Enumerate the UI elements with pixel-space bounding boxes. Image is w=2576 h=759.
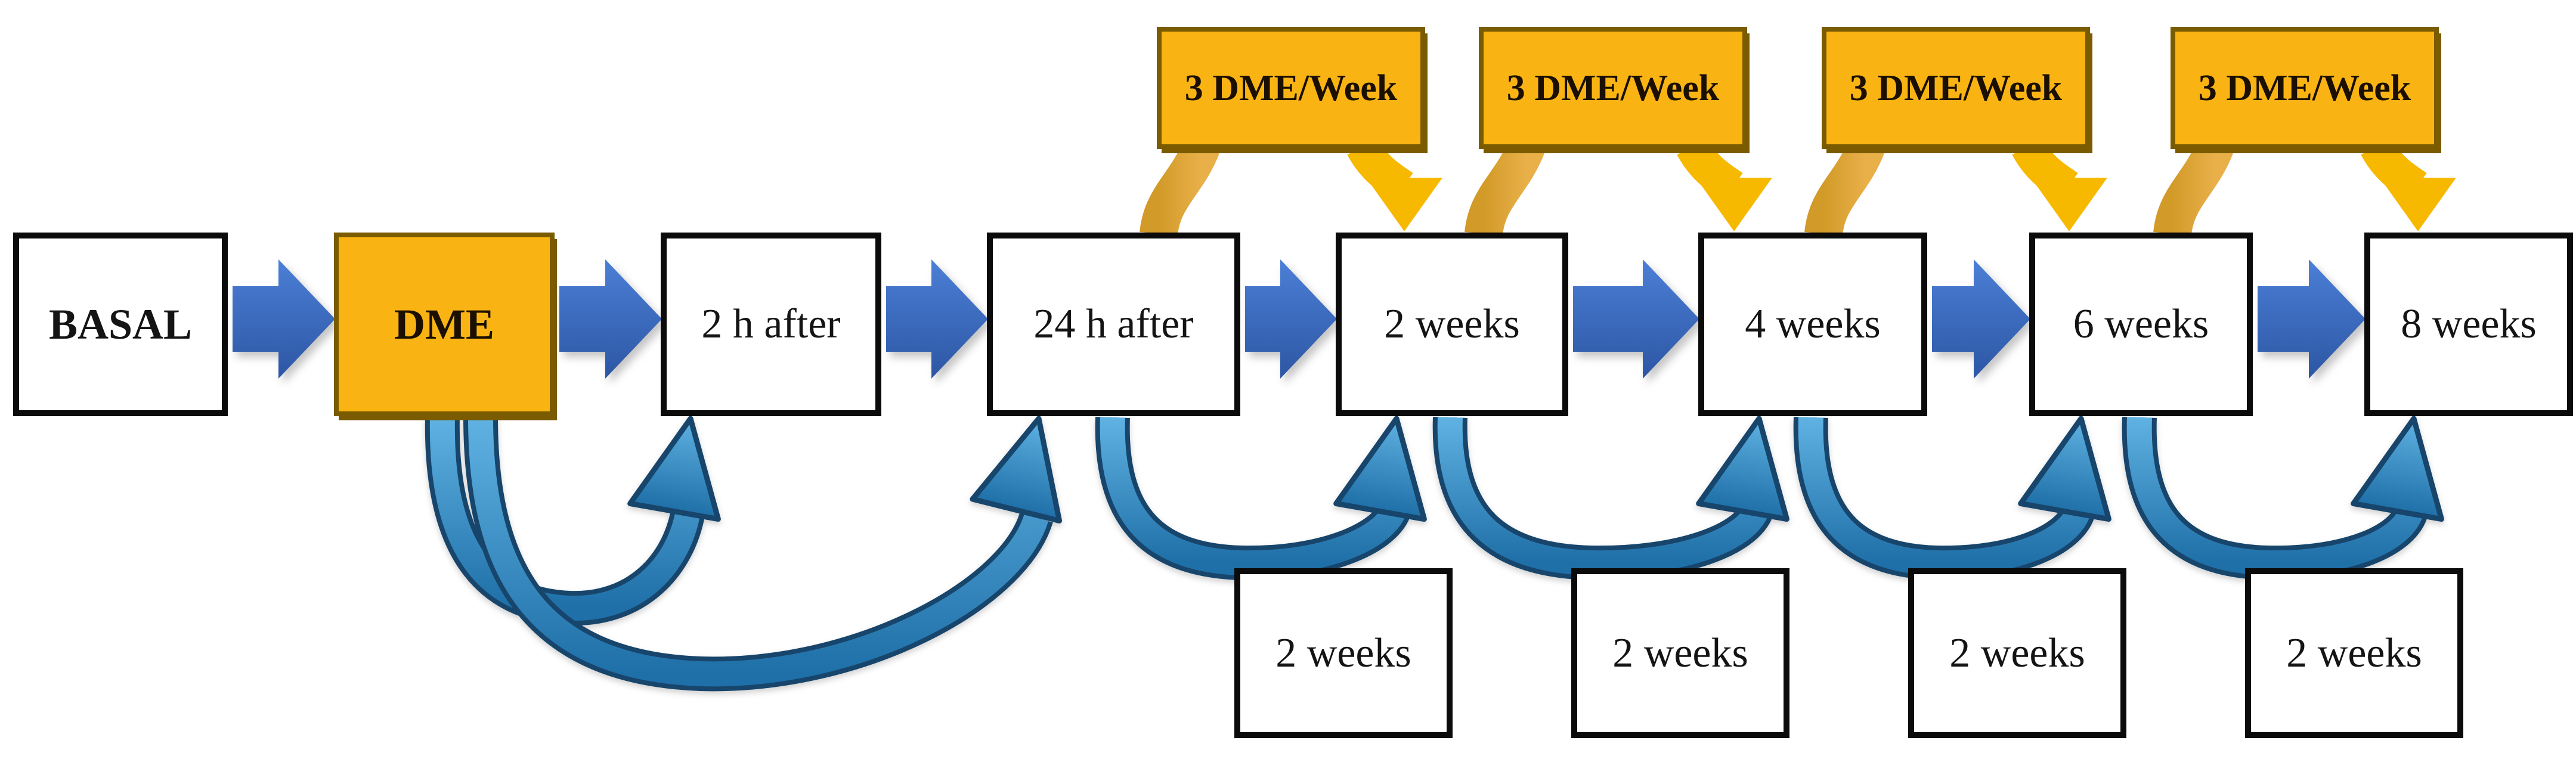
interval-box-label: 2 weeks <box>1612 630 1748 676</box>
timeline-box-8-weeks: 8 weeks <box>2364 233 2573 416</box>
dose3-left-band-icon <box>1804 139 1884 237</box>
curved-return-arrows <box>425 416 2444 692</box>
interval-box-4: 2 weeks <box>2245 568 2463 738</box>
dose-box-3: 3 DME/Week <box>1822 27 2090 149</box>
dose-box-2: 3 DME/Week <box>1479 27 1747 149</box>
timeline-box-2-weeks: 2 weeks <box>1336 233 1568 416</box>
curve-6w-to-8w-head-icon <box>2351 416 2444 522</box>
curve-24h-to-2w-band <box>1100 417 1406 576</box>
dose-box-4: 3 DME/Week <box>2171 27 2439 149</box>
block-arrow-basal-to-dme-icon <box>233 259 335 379</box>
dose2-left-band-icon <box>1465 139 1544 237</box>
timeline-box-dme: DME <box>334 233 555 416</box>
interval-box-label: 2 weeks <box>2286 630 2422 676</box>
dose4-arrowhead-icon <box>2380 178 2456 231</box>
timeline-box-label: 2 h after <box>701 301 841 347</box>
timeline-box-label: 6 weeks <box>2073 301 2209 347</box>
curve-4w-to-6w-band <box>1798 417 2091 576</box>
timeline-box-2h-after: 2 h after <box>661 233 881 416</box>
curve-4w-to-6w-head-icon <box>2018 416 2111 522</box>
timeline-box-label: DME <box>394 300 494 348</box>
block-arrow-2h-to-24h-icon <box>886 259 988 379</box>
dose-box-label: 3 DME/Week <box>1849 67 2063 109</box>
timeline-box-basal: BASAL <box>13 233 228 416</box>
interval-box-label: 2 weeks <box>1949 630 2085 676</box>
block-arrow-2w-to-4w-icon <box>1573 259 1699 379</box>
timeline-box-4-weeks: 4 weeks <box>1698 233 1927 416</box>
dose4-left-band-icon <box>2153 139 2233 237</box>
curve-2w-to-4w-band <box>1437 417 1769 576</box>
timeline-box-label: 24 h after <box>1033 301 1194 347</box>
timeline-box-6-weeks: 6 weeks <box>2029 233 2253 416</box>
block-arrow-24h-to-2w-icon <box>1245 259 1337 379</box>
curve-6w-to-8w-band <box>2126 417 2424 576</box>
interval-box-1: 2 weeks <box>1234 568 1453 738</box>
dose3-arrowhead-icon <box>2031 178 2107 231</box>
dose-box-label: 3 DME/Week <box>2198 67 2411 109</box>
block-arrow-dme-to-2h-icon <box>559 259 662 379</box>
dose-arrows <box>1140 138 2456 237</box>
timeline-box-label: 8 weeks <box>2401 301 2537 347</box>
timeline-box-label: BASAL <box>48 300 193 348</box>
curve-dme-to-24h-band <box>468 417 1049 687</box>
dose1-left-band-icon <box>1140 139 1219 237</box>
dose-box-1: 3 DME/Week <box>1157 27 1425 149</box>
dose-box-label: 3 DME/Week <box>1184 67 1398 109</box>
interval-box-3: 2 weeks <box>1908 568 2126 738</box>
timeline-box-24h-after: 24 h after <box>987 233 1240 416</box>
dose2-arrowhead-icon <box>1696 178 1772 231</box>
interval-box-2: 2 weeks <box>1571 568 1789 738</box>
curve-dme-to-2h-head-icon <box>627 416 721 522</box>
block-arrow-4w-to-6w-icon <box>1932 259 2030 379</box>
curve-24h-to-2w-head-icon <box>1333 416 1427 522</box>
timeline-box-label: 2 weeks <box>1384 301 1520 347</box>
curve-dme-to-24h-head-icon <box>970 416 1063 523</box>
dose-box-label: 3 DME/Week <box>1506 67 1720 109</box>
timeline-box-label: 4 weeks <box>1745 301 1881 347</box>
interval-box-label: 2 weeks <box>1275 630 1411 676</box>
sequence-arrows <box>233 259 2366 379</box>
curve-2w-to-4w-head-icon <box>1696 416 1789 522</box>
block-arrow-6w-to-8w-icon <box>2258 259 2366 379</box>
dose1-arrowhead-icon <box>1366 178 1442 231</box>
